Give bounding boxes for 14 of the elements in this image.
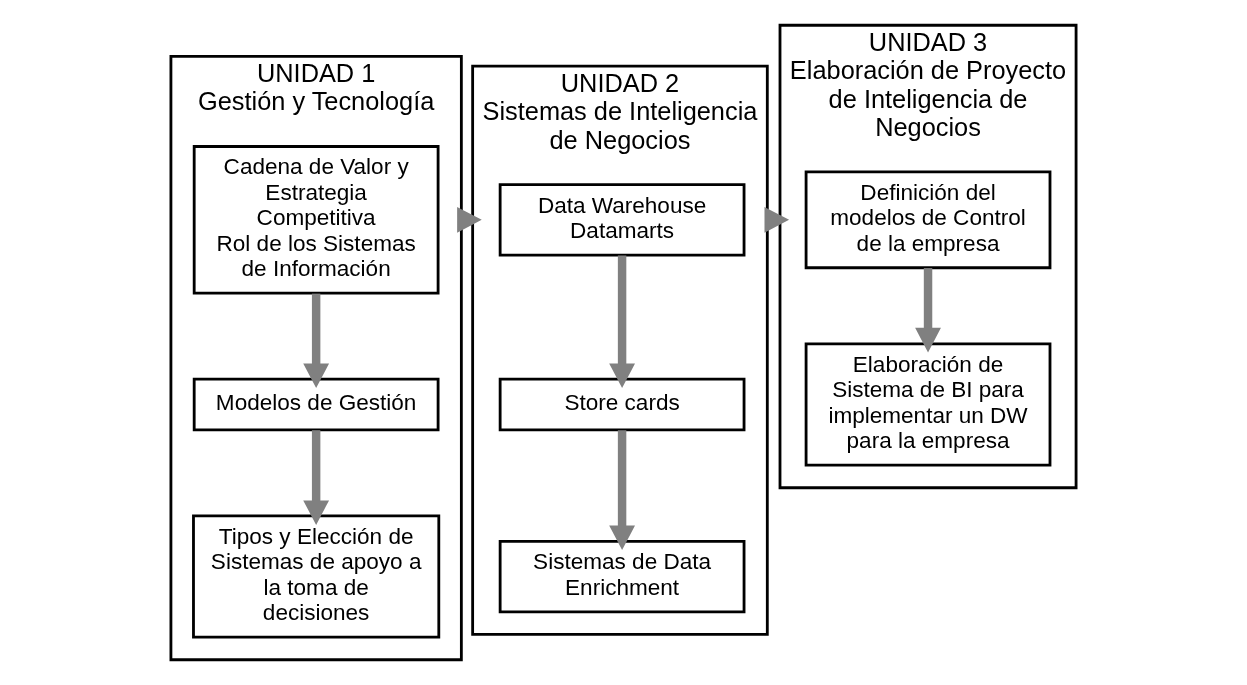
arrow [303,293,330,389]
node-box: Definición del modelos de Control de la empresa [804,170,1052,270]
arrow [609,430,635,551]
node-box: Modelos de Gestión [192,377,440,432]
node-box: Store cards [498,377,746,432]
node-box: Cadena de Valor y Estrategia Competitiva Rol de los Sistemas de Información [192,145,440,295]
node-box: Data Warehouse Datamarts [498,183,746,257]
arrow [915,268,941,353]
node-box: Elaboración de Sistema de BI para implementar un DW para la empresa [804,342,1052,467]
arrow [609,255,635,389]
arrow [457,206,482,233]
arrow [303,430,330,525]
node-box: Tipos y Elección de Sistemas de apoyo a la toma de decisiones [192,514,441,639]
node-box: Sistemas de Data Enrichment [498,539,746,614]
